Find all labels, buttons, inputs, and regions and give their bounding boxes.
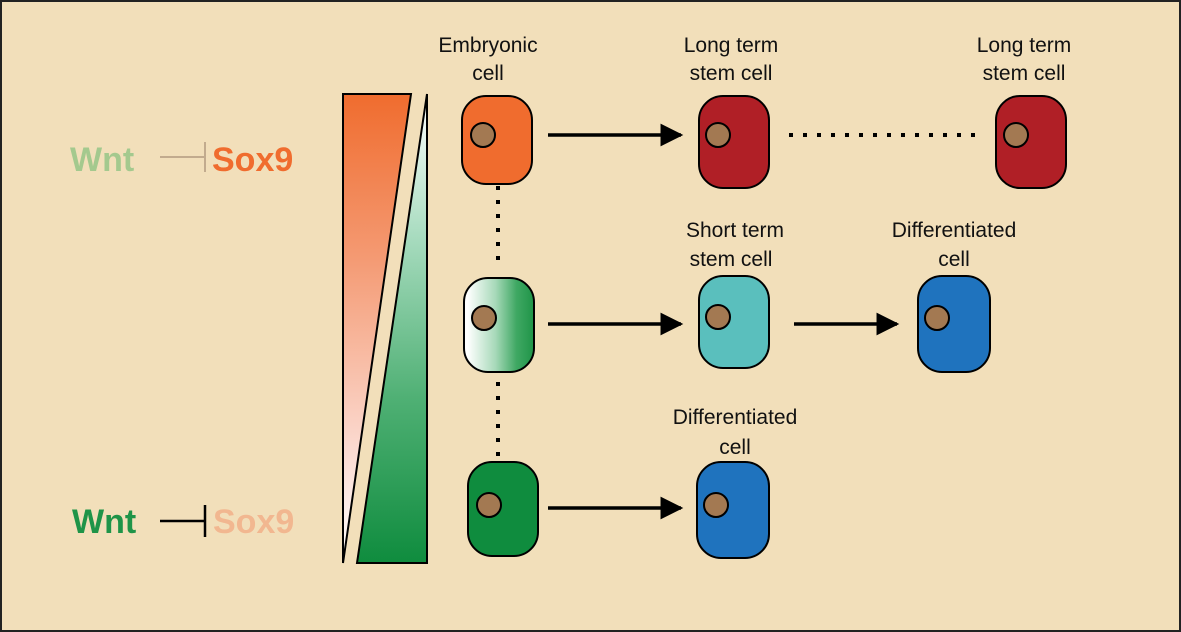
short-term-stem-cell-label-line1: Short term [686,219,784,242]
wnt-gradient-wedge [355,93,428,564]
differentiated-cell-mid-label-line1: Differentiated [892,219,1017,242]
short-term-stem-cell [698,275,770,369]
differentiated-cell-bottom-label-line2: cell [719,436,751,459]
inhibition-symbol-faded [160,142,206,172]
long-term-stem-cell-1-label-line2: stem cell [690,62,773,85]
differentiated-cell-mid [917,275,991,373]
long-term-stem-cell-2-label-line2: stem cell [983,62,1066,85]
sox9-gradient-wedge [342,93,413,564]
long-term-stem-cell-2 [995,95,1067,189]
embryonic-cell-intermediate [463,277,535,373]
long-term-stem-cell-1 [698,95,770,189]
wnt-label-low: Wnt [70,141,134,179]
differentiated-cell-bottom-label-line1: Differentiated [673,406,798,429]
embryonic-cell-sox9-high [461,95,533,185]
long-term-stem-cell-1-label-line1: Long term [684,34,779,57]
embryonic-cell-label-line1: Embryonic [438,34,537,57]
differentiated-cell-bottom [696,461,770,559]
inhibition-symbol [160,505,207,537]
long-term-stem-cell-2-label-line1: Long term [977,34,1072,57]
embryonic-cell-wnt-high [467,461,539,557]
wnt-label-high: Wnt [72,503,136,541]
sox9-label-low: Sox9 [213,503,294,541]
differentiated-cell-mid-label-line2: cell [938,248,970,271]
sox9-label-high: Sox9 [212,141,293,179]
short-term-stem-cell-label-line2: stem cell [690,248,773,271]
embryonic-cell-label-line2: cell [472,62,504,85]
